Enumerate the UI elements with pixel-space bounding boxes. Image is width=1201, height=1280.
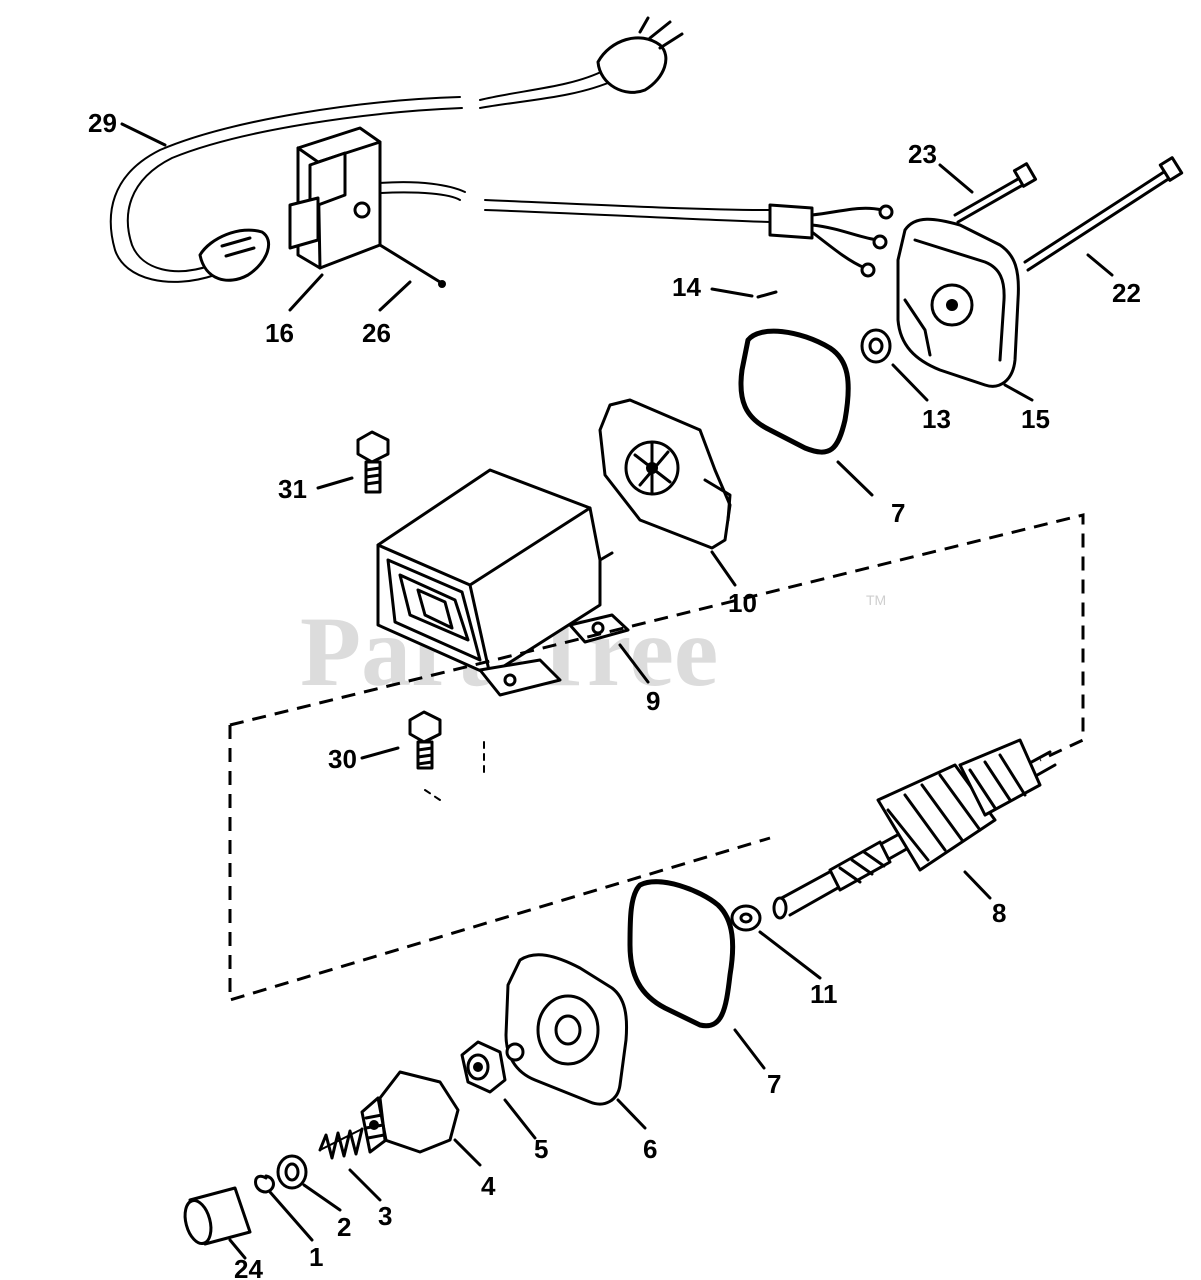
nut — [460, 1040, 507, 1094]
gasket-lower — [627, 879, 736, 1029]
callout-13: 13 — [922, 404, 951, 434]
callout-3: 3 — [378, 1201, 392, 1231]
callout-labels: 29 16 26 23 22 14 13 15 7 31 10 9 30 8 1… — [88, 108, 1141, 1280]
callout-14: 14 — [672, 272, 701, 302]
spring — [318, 1127, 364, 1160]
callout-23: 23 — [908, 139, 937, 169]
callout-5: 5 — [534, 1134, 548, 1164]
callout-30: 30 — [328, 744, 357, 774]
bolt-31 — [356, 430, 390, 494]
callout-31: 31 — [278, 474, 307, 504]
callout-1: 1 — [309, 1242, 323, 1272]
leader-lines — [120, 122, 1114, 1260]
callout-26: 26 — [362, 318, 391, 348]
callout-10: 10 — [728, 588, 757, 618]
housing — [376, 468, 630, 697]
washer — [730, 904, 762, 932]
cord-assembly — [109, 16, 894, 283]
callout-2: 2 — [337, 1212, 351, 1242]
callout-15: 15 — [1021, 404, 1050, 434]
callout-4: 4 — [481, 1171, 496, 1201]
clip — [254, 1174, 275, 1194]
cap — [183, 1186, 252, 1246]
screw-26 — [378, 243, 442, 284]
bolts-top — [953, 156, 1184, 272]
assembly-outline — [228, 513, 1085, 1003]
callout-7-upper: 7 — [891, 498, 905, 528]
watermark-trademark: TM — [866, 592, 886, 608]
small-screw — [756, 290, 778, 299]
bushing — [860, 328, 892, 364]
callout-16: 16 — [265, 318, 294, 348]
callout-29: 29 — [88, 108, 117, 138]
armature — [772, 738, 1057, 920]
gasket-upper — [738, 328, 851, 455]
retainer — [276, 1154, 308, 1190]
callout-22: 22 — [1112, 278, 1141, 308]
callout-24: 24 — [234, 1254, 263, 1280]
drive-end-cap — [504, 953, 629, 1106]
callout-6: 6 — [643, 1134, 657, 1164]
end-cap — [896, 217, 1020, 388]
drive-pinion — [360, 1070, 460, 1154]
callout-7-lower: 7 — [767, 1069, 781, 1099]
bolt-30 — [408, 710, 485, 801]
callout-8: 8 — [992, 898, 1006, 928]
switch-box — [288, 126, 382, 270]
callout-11: 11 — [810, 979, 838, 1009]
callout-9: 9 — [646, 686, 660, 716]
brush-plate — [598, 398, 732, 550]
